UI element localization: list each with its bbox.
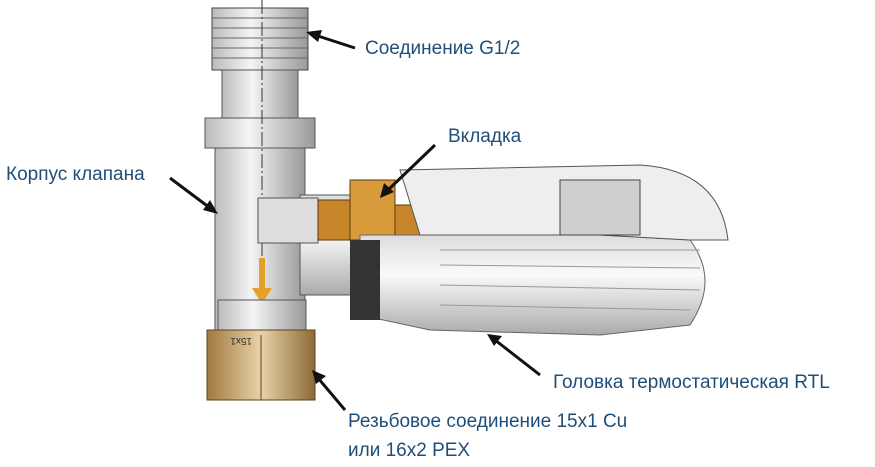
flow-arrow-icon <box>252 258 272 304</box>
label-connection: Соединение G1/2 <box>365 38 521 59</box>
thermostatic-head <box>350 164 729 336</box>
label-thread-line1: Резьбовое соединение 15x1 Cu <box>348 411 628 432</box>
fitting-marking: 15x1 <box>230 335 252 346</box>
top-thread <box>204 7 316 149</box>
label-insert: Вкладка <box>448 126 522 147</box>
label-thread-line2: или 16x2 PEX <box>348 440 471 461</box>
pointer-arrows <box>169 30 541 411</box>
label-thermo-head: Головка термостатическая RTL <box>553 372 830 393</box>
label-valve-body: Корпус клапана <box>6 164 145 185</box>
